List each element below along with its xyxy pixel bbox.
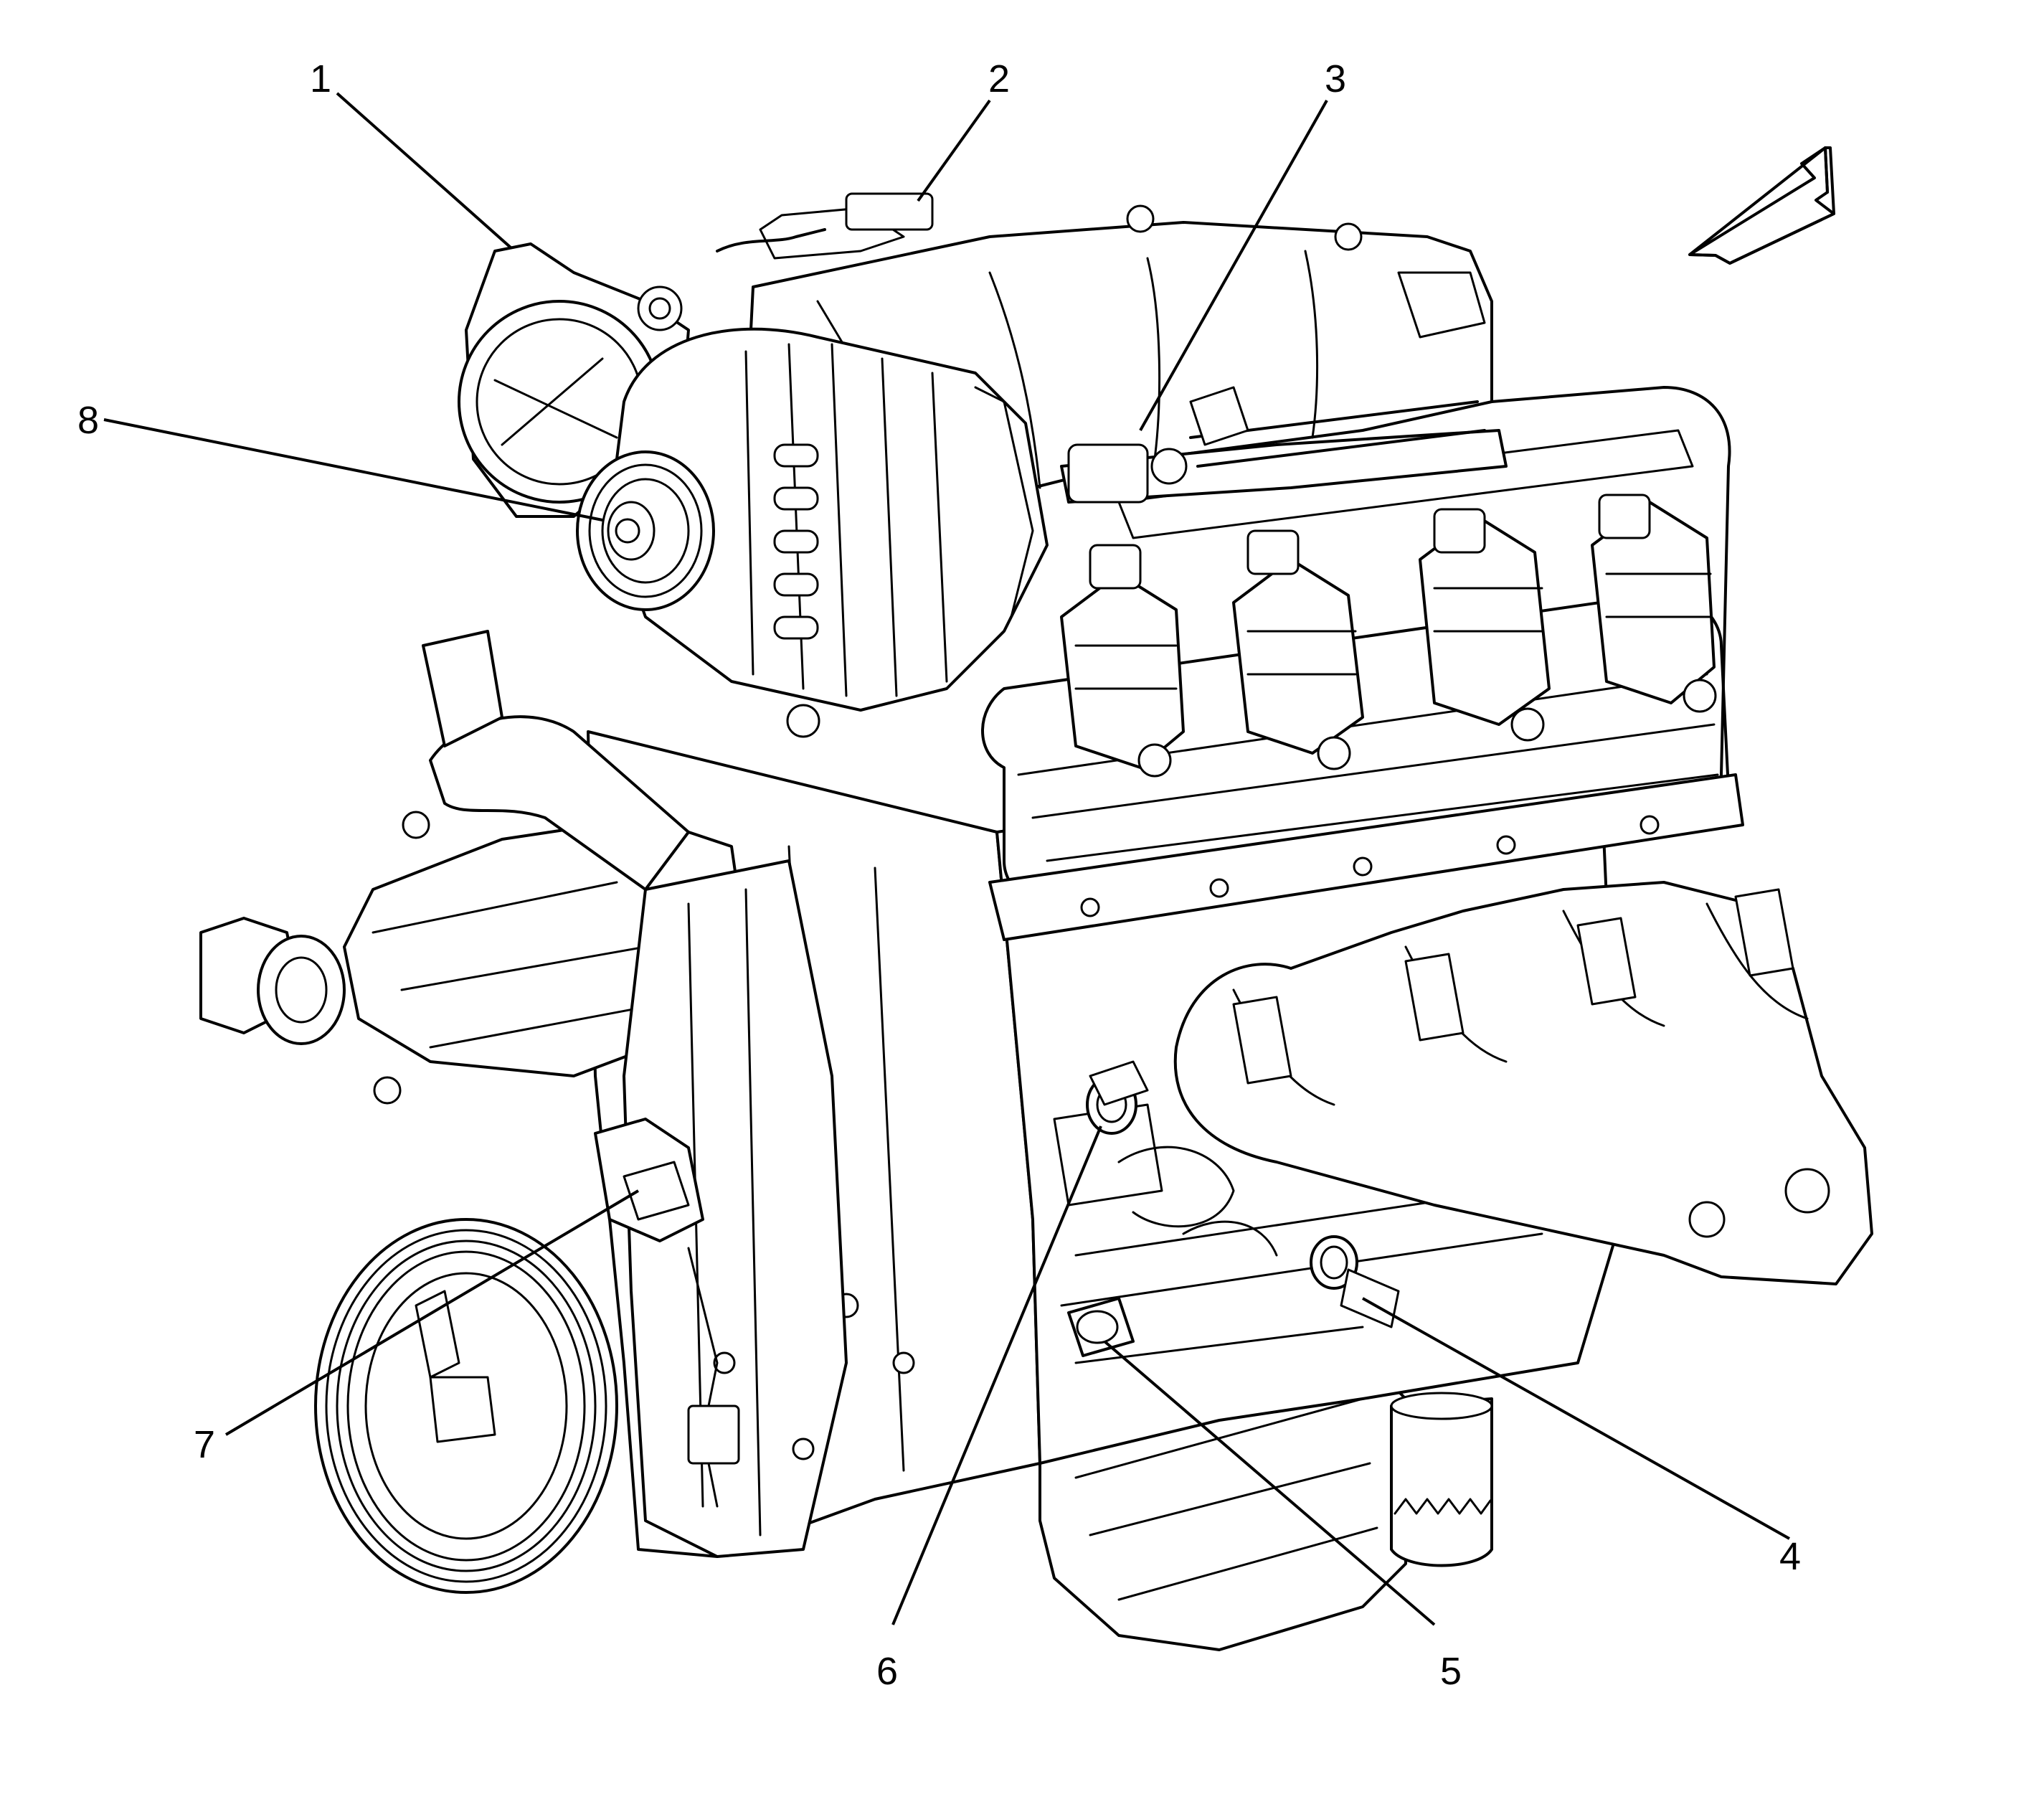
callout-number-4: 4 bbox=[1779, 1535, 1801, 1578]
callout-number-5: 5 bbox=[1440, 1650, 1462, 1693]
callout-leader-6 bbox=[891, 1125, 1102, 1625]
knock-sensor bbox=[1310, 1235, 1400, 1328]
ignition-coils bbox=[1060, 386, 1731, 778]
oil-pressure-sensor bbox=[1067, 1297, 1135, 1357]
callout-leader-4 bbox=[1362, 1297, 1790, 1540]
callout-number-7: 7 bbox=[194, 1423, 215, 1466]
callout-leader-7 bbox=[224, 1189, 640, 1436]
callout-leader-8 bbox=[103, 418, 603, 521]
callout-leaders bbox=[103, 92, 1790, 1626]
callout-number-2: 2 bbox=[988, 57, 1010, 100]
ignition-coil bbox=[1232, 529, 1364, 770]
callout-leader-2 bbox=[917, 99, 991, 202]
callout-number-6: 6 bbox=[876, 1650, 898, 1693]
exhaust-manifold bbox=[1173, 881, 1873, 1285]
ignition-coil bbox=[1591, 494, 1717, 713]
callout-number-1: 1 bbox=[310, 57, 331, 100]
callout-leader-1 bbox=[336, 92, 512, 249]
callout-labels: 1 2 3 4 5 6 7 8 bbox=[77, 57, 1801, 1693]
ignition-coil bbox=[1060, 544, 1185, 778]
oil-filter bbox=[1390, 1392, 1493, 1567]
sensor-connector-7 bbox=[594, 1118, 740, 1508]
alternator-pulley bbox=[576, 450, 715, 611]
ignition-coil bbox=[1419, 508, 1551, 742]
callout-leader-3 bbox=[1139, 100, 1328, 431]
callout-number-3: 3 bbox=[1325, 57, 1346, 100]
water-pump bbox=[199, 630, 747, 1105]
fuel-rail bbox=[1060, 386, 1508, 504]
callout-number-8: 8 bbox=[77, 399, 99, 442]
front-view-arrow-icon bbox=[1688, 146, 1835, 265]
crankshaft-balancer bbox=[314, 1218, 618, 1594]
coolant-temperature-sensor bbox=[1086, 1060, 1149, 1135]
alternator bbox=[576, 327, 1049, 738]
callout-leader-5 bbox=[1103, 1340, 1436, 1626]
